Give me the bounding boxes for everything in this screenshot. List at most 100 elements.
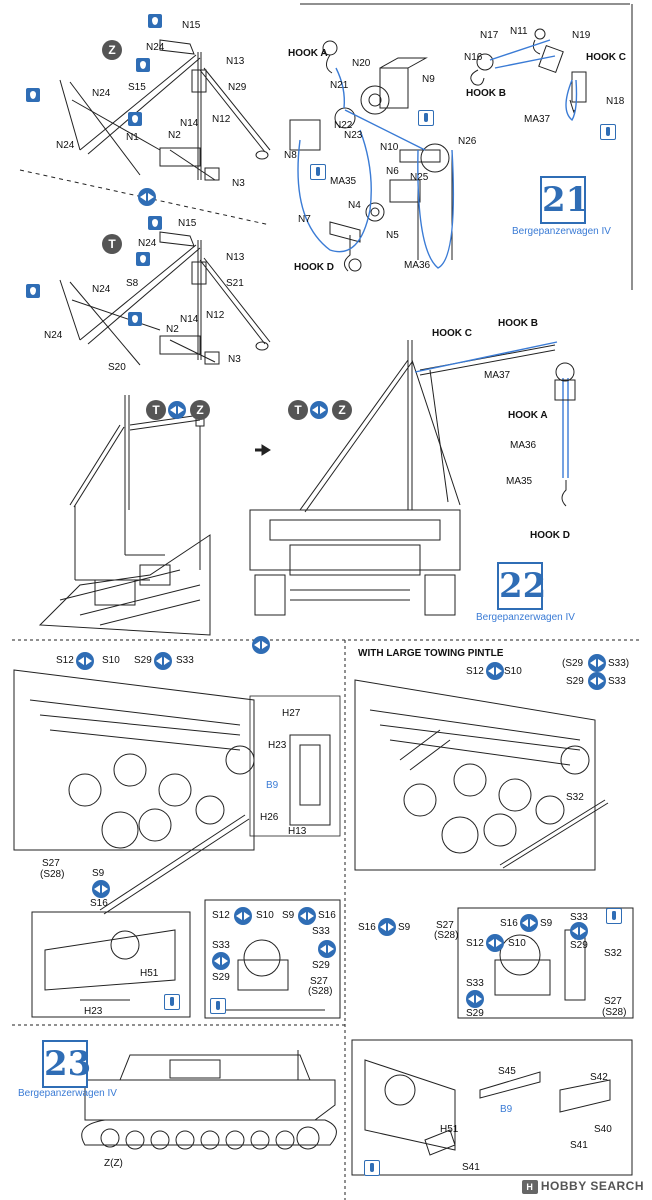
variant-t-icon: T [102, 234, 122, 254]
attach-icon [92, 880, 110, 898]
paint-icon [606, 908, 622, 924]
part-label: S29 [466, 1008, 484, 1019]
hook-b-label: HOOK B [466, 88, 506, 99]
paint-icon [600, 124, 616, 140]
paint-icon [364, 1160, 380, 1176]
part-label: S33 [466, 978, 484, 989]
part-label: H27 [282, 708, 301, 719]
part-label: S10 [256, 910, 274, 921]
part-label: N14 [180, 118, 199, 129]
hook-bc-drawing [470, 28, 587, 114]
part-label: N24 [146, 42, 165, 53]
attach-icon [154, 652, 172, 670]
vehicle-front-drawing [249, 340, 556, 616]
towing-pintle-title: WITH LARGE TOWING PINTLE [358, 648, 504, 659]
attach-icon [212, 952, 230, 970]
glue-icon [128, 312, 142, 326]
part-label: H26 [260, 812, 279, 823]
part-label: N13 [226, 56, 245, 67]
attach-icon [298, 907, 316, 925]
part-label: B9 [266, 780, 279, 791]
part-label: S15 [128, 82, 146, 93]
part-label: N4 [348, 200, 361, 211]
hobby-search-logo-icon: H [521, 1180, 538, 1194]
attach-icon [486, 662, 504, 680]
paint-icon [418, 110, 434, 126]
hook-c-label: HOOK C [586, 52, 626, 63]
part-label: N24 [56, 140, 75, 151]
variant-t-icon: T [146, 400, 166, 420]
part-label: (S28) [602, 1007, 627, 1018]
lower-left-drawing [13, 669, 331, 915]
part-label: H51 [140, 968, 159, 979]
part-label: S29 [212, 972, 230, 983]
part-label: S16 [90, 898, 108, 909]
part-label: N12 [206, 310, 225, 321]
part-label: S27 [310, 976, 328, 987]
part-label: H23 [268, 740, 287, 751]
hook-d-label: HOOK D [294, 262, 334, 273]
part-label: N15 [178, 218, 197, 229]
vehicle-side-drawing [81, 1050, 337, 1150]
part-label: N25 [410, 172, 429, 183]
part-label: N16 [464, 52, 483, 63]
part-label: S27 [42, 858, 60, 869]
part-label: S41 [462, 1162, 480, 1173]
part-label: Z(Z) [104, 1158, 123, 1169]
part-label: N24 [92, 88, 111, 99]
hook-c-label: HOOK C [432, 328, 472, 339]
part-label: N14 [180, 314, 199, 325]
part-label: N24 [138, 238, 157, 249]
part-label: S10 [508, 938, 526, 949]
part-label: N17 [480, 30, 499, 41]
part-label: (S28) [434, 930, 459, 941]
part-label: S16 [318, 910, 336, 921]
part-label: (S28) [308, 986, 333, 997]
glue-icon [26, 284, 40, 298]
part-label: S33) [608, 658, 630, 669]
part-label: S27 [436, 920, 454, 931]
part-label: S20 [108, 362, 126, 373]
part-label: S9 [282, 910, 295, 921]
step-22-vehicle: Bergepanzerwagen IV [476, 612, 575, 623]
part-label: S10 [504, 666, 522, 677]
part-label: S41 [570, 1140, 588, 1151]
glue-icon [136, 58, 150, 72]
part-label: N18 [606, 96, 625, 107]
part-label: S33 [570, 912, 588, 923]
hook-a-label: HOOK A [508, 410, 548, 421]
part-label: N20 [352, 58, 371, 69]
part-label: S16 [500, 918, 518, 929]
part-label: N3 [232, 178, 245, 189]
part-label: N24 [44, 330, 63, 341]
part-label: S33 [608, 676, 626, 687]
part-label: N11 [510, 26, 528, 37]
variant-z-icon: Z [190, 400, 210, 420]
part-label: S42 [590, 1072, 608, 1083]
part-label: N2 [168, 130, 181, 141]
part-label: N29 [228, 82, 247, 93]
hook-a-label: HOOK A [288, 48, 328, 59]
glue-icon [148, 216, 162, 230]
attach-icon [588, 672, 606, 690]
part-label: S9 [92, 868, 105, 879]
part-label: N26 [458, 136, 477, 147]
part-label: S40 [594, 1124, 612, 1135]
part-label: S45 [498, 1066, 516, 1077]
part-label: S32 [604, 948, 622, 959]
step-number-22: 22 [497, 562, 546, 610]
part-label: MA35 [330, 176, 357, 187]
part-label: (S29 [562, 658, 584, 669]
attach-icon [76, 652, 94, 670]
glue-icon [128, 112, 142, 126]
part-label: H23 [84, 1006, 103, 1017]
attach-icon [466, 990, 484, 1008]
part-label: N2 [166, 324, 179, 335]
part-label: S27 [604, 996, 622, 1007]
part-label: N8 [284, 150, 297, 161]
hook-d-label: HOOK D [530, 530, 570, 541]
part-label: (S28) [40, 869, 65, 880]
part-label: S9 [540, 918, 553, 929]
part-label: S10 [102, 655, 120, 666]
